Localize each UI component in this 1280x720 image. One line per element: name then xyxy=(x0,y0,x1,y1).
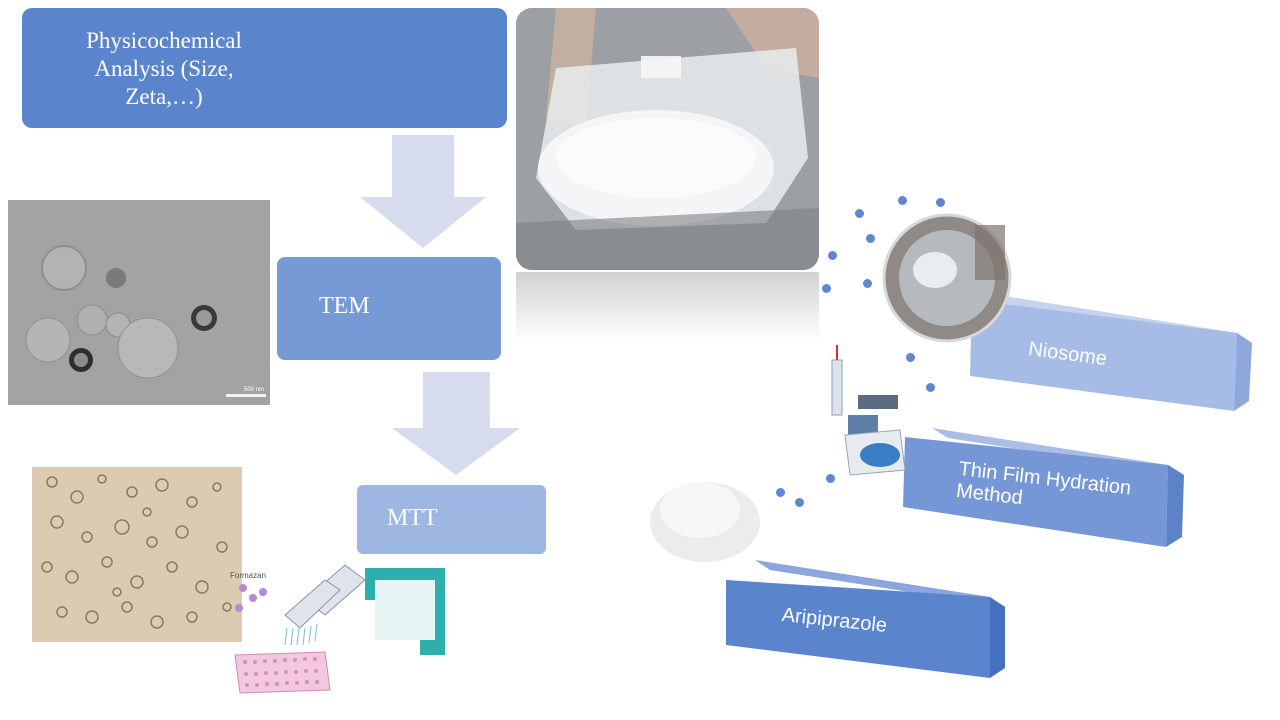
arrow-physico-to-tem xyxy=(360,135,486,248)
formazan-label: Formazan xyxy=(230,571,266,580)
beaker-reflection xyxy=(516,272,819,342)
physicochemical-analysis-box: Physicochemical Analysis (Size, Zeta,…) xyxy=(22,8,507,128)
aripiprazole-step xyxy=(726,560,1005,678)
niosome-step xyxy=(970,293,1252,411)
cell-culture-image xyxy=(32,467,242,642)
mtt-assay-illustration: Formazan xyxy=(230,564,445,694)
mtt-box: MTT xyxy=(357,485,546,554)
thin-film-step xyxy=(903,428,1184,547)
physicochemical-analysis-label: Physicochemical Analysis (Size, Zeta,…) xyxy=(86,28,242,109)
tem-scale-label: 500 nm xyxy=(244,387,264,393)
rotary-evaporator-image xyxy=(831,345,906,476)
tem-box: TEM xyxy=(277,257,501,360)
tem-label: TEM xyxy=(319,293,370,319)
tem-micrograph-image: 500 nm xyxy=(8,200,270,405)
arrow-tem-to-mtt xyxy=(392,372,520,475)
mtt-label: MTT xyxy=(387,505,438,531)
niosome-beaker-photo xyxy=(516,8,819,270)
